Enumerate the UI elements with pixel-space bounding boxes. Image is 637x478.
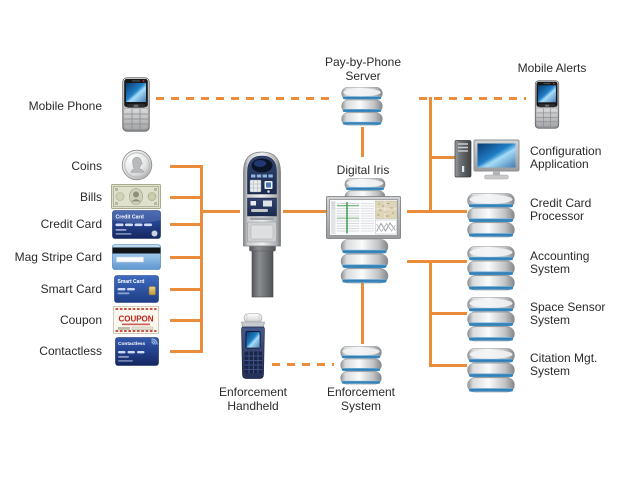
enforcement-system-label: Enforcement System [326,385,396,413]
coupon-label: Coupon [59,313,102,327]
connector-pay-station-to-digital-iris [283,210,328,213]
credit-card-processor-label: Credit Card Processor [530,196,592,223]
enforcement-system-database-icon [340,346,382,385]
left-bus-line [200,165,203,353]
connector-mobile-phone-to-server [156,97,336,100]
mobile-alerts-label: Mobile Alerts [517,61,587,75]
upper-right-bus-line [429,97,432,213]
desktop-computer-icon [454,139,520,180]
connector-coupon [170,319,202,322]
connector-to-credit-card-processor [407,210,467,213]
credit-card-label: Credit Card [40,217,102,231]
connector-to-citation-mgt-system [429,364,467,367]
coins-label: Coins [71,159,102,173]
connector-to-configuration-application [429,156,457,159]
contactless-waves-icon [151,338,158,345]
connector-credit-card [170,223,202,226]
mag-stripe-card-icon [112,244,161,270]
connector-contactless [170,350,202,353]
accounting-system-database-icon [467,246,515,291]
enforcement-handheld-icon [241,313,265,379]
citation-mgt-system-label: Citation Mgt. System [530,351,598,378]
enforcement-handheld-label: Enforcement Handheld [218,385,288,413]
contactless-title: Contactless [118,341,146,347]
contactless-label: Contactless [39,344,102,358]
connector-coins [170,165,202,168]
configuration-application-label: Configuration Application [530,144,602,171]
smart-card-icon: Smart Card [114,275,159,303]
mag-stripe-card-label: Mag Stripe Card [14,250,102,264]
connector-smart-card [170,288,202,291]
connector-mag-stripe-card [170,256,202,259]
mobile-phone-icon [122,77,150,132]
pay-station-kiosk-icon [243,151,281,298]
credit-card-icon: Credit Card [112,210,161,239]
space-sensor-system-label: Space Sensor System [530,300,606,327]
connector-to-space-sensor-system [429,312,467,315]
connector-to-accounting-system [407,260,467,263]
citation-mgt-system-database-icon [467,348,515,393]
bills-label: Bills [79,190,102,204]
pay-by-phone-server-database-icon [341,87,383,126]
credit-card-processor-database-icon [467,193,515,238]
digital-iris-bottom-database-icon [340,239,389,284]
coupon-title: COUPON [118,315,153,324]
pay-by-phone-server-label: Pay-by-Phone Server [324,55,402,83]
coin-icon [121,149,153,181]
contactless-card-icon: Contactless [115,337,159,366]
connector-server-to-digital-iris [361,127,364,157]
digital-iris-label: Digital Iris [336,163,390,177]
smart-card-label: Smart Card [40,282,102,296]
coupon-icon: COUPON [113,306,159,334]
dashboard-monitor-icon [326,196,401,239]
connector-bus-to-pay-station [200,210,240,213]
mobile-phone-label: Mobile Phone [28,99,102,113]
mobile-alerts-phone-icon [534,80,560,129]
connector-bills [170,196,202,199]
connector-digital-iris-to-enforcement-system [361,283,364,344]
space-sensor-system-database-icon [467,297,515,342]
connector-handheld-to-enforcement-system [272,363,334,366]
connector-to-mobile-alerts [419,97,526,100]
accounting-system-label: Accounting System [530,249,590,276]
smart-card-title: Smart Card [118,279,145,285]
credit-card-title: Credit Card [116,215,144,221]
dollar-bill-icon [111,184,161,209]
